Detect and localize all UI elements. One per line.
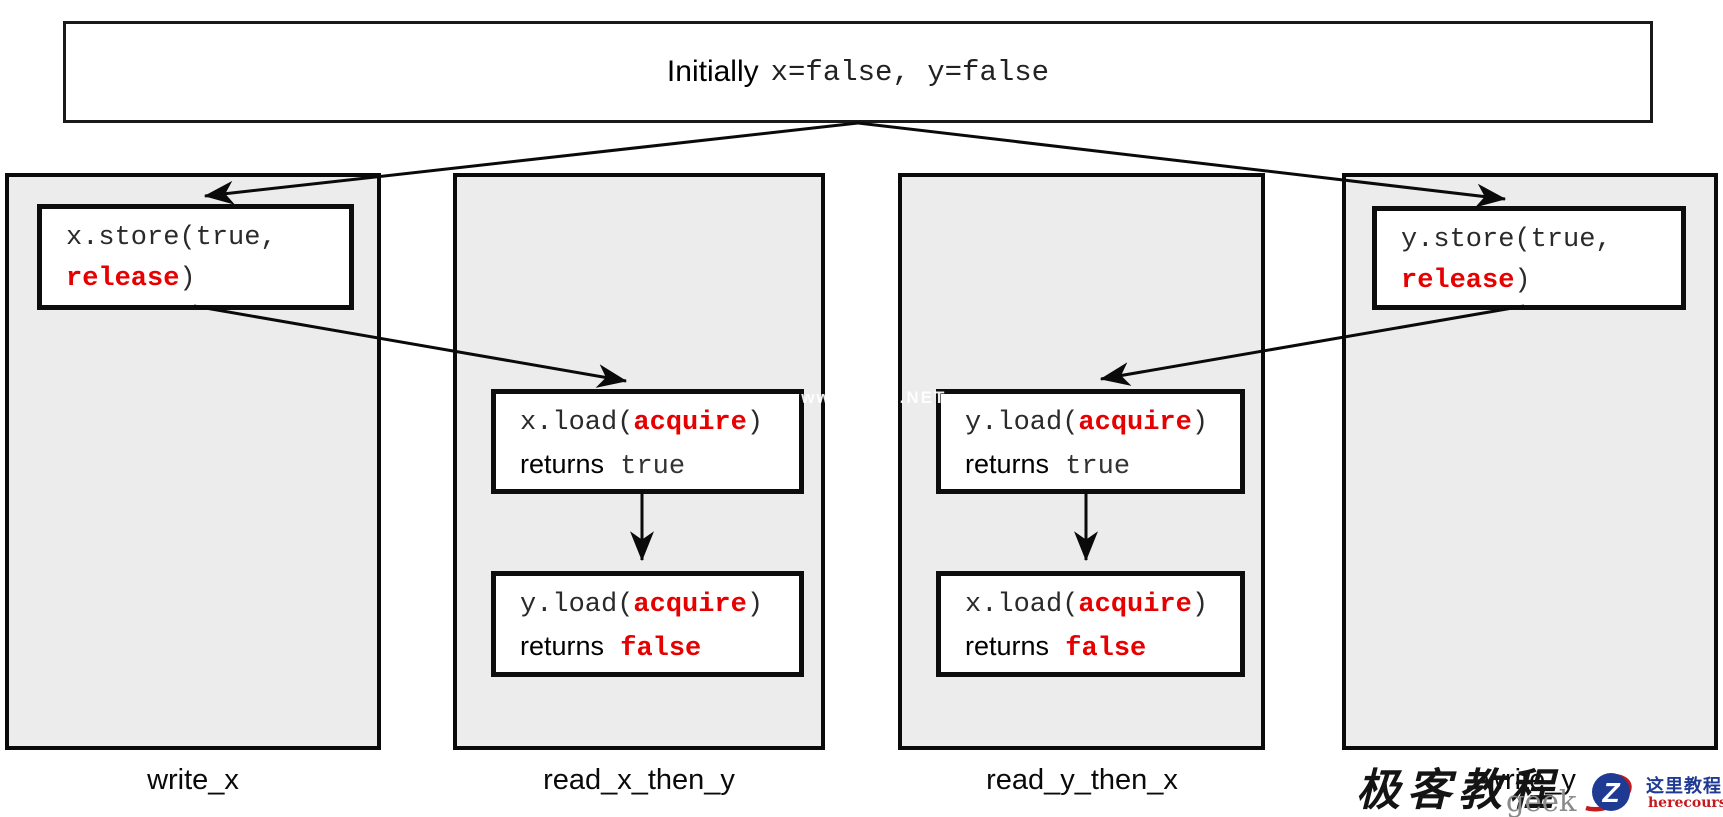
op-box-store-y: y.store(true, release) [1372, 206, 1686, 310]
returns-word: returns [965, 631, 1050, 661]
initial-state-box: Initially x=false, y=false [63, 21, 1653, 123]
herecours-logo-icon: Z [1585, 773, 1632, 812]
returns-word: returns [520, 449, 605, 479]
load-close: ) [1191, 408, 1209, 438]
store-x-line1: x.store(true, [66, 223, 277, 253]
store-y-keyword: release [1401, 266, 1515, 296]
thread-label-read-y-then-x: read_y_then_x [986, 764, 1178, 796]
load-call: x.load( [520, 408, 634, 438]
load-close: ) [746, 408, 764, 438]
load-call: y.load( [965, 408, 1079, 438]
op-box-load-x-returns-false: x.load(acquire) returns false [936, 571, 1245, 677]
store-x-close: ) [179, 264, 196, 294]
thread-column-read-y-then-x: y.load(acquire) returns true x.load(acqu… [898, 173, 1265, 750]
returns-word: returns [520, 631, 605, 661]
load-close: ) [746, 590, 764, 620]
op-box-store-x: x.store(true, release) [37, 204, 354, 310]
thread-column-read-x-then-y: x.load(acquire) returns true y.load(acqu… [453, 173, 825, 750]
load-keyword: acquire [633, 590, 747, 620]
store-x-keyword: release [66, 264, 180, 294]
load-keyword: acquire [1078, 590, 1192, 620]
thread-column-write-x: x.store(true, release) [5, 173, 381, 750]
load-close: ) [1191, 590, 1209, 620]
thread-label-write-y: write_y [1484, 764, 1576, 796]
load-keyword: acquire [1078, 408, 1192, 438]
watermark-site-domain: herecours.com [1648, 795, 1723, 811]
returns-value: false [620, 634, 702, 664]
load-keyword: acquire [633, 408, 747, 438]
returns-word: returns [965, 449, 1050, 479]
returns-value: true [620, 452, 686, 482]
calligraphy-watermark: 极客教程 [1356, 765, 1560, 816]
op-box-load-x-returns-true: x.load(acquire) returns true [491, 389, 804, 494]
op-box-load-y-returns-true: y.load(acquire) returns true [936, 389, 1245, 494]
store-y-close: ) [1514, 266, 1531, 296]
returns-value: false [1065, 634, 1147, 664]
load-call: x.load( [965, 590, 1079, 620]
op-box-load-y-returns-false: y.load(acquire) returns false [491, 571, 804, 677]
watermark-site-name: 这里教程网 [1646, 776, 1723, 796]
store-y-line1: y.store(true, [1401, 225, 1612, 255]
thread-label-write-x: write_x [147, 764, 239, 796]
initial-state-code: x=false, y=false [770, 55, 1050, 89]
logo-letter: Z [1601, 777, 1620, 808]
load-call: y.load( [520, 590, 634, 620]
thread-label-read-x-then-y: read_x_then_y [543, 764, 735, 796]
thread-column-write-y: y.store(true, release) [1342, 173, 1718, 750]
returns-value: true [1065, 452, 1131, 482]
initial-state-prefix: Initially [666, 55, 759, 88]
faint-watermark-text: www.nhooo.NET [786, 388, 947, 407]
geek-watermark-word: geek [1506, 784, 1577, 817]
